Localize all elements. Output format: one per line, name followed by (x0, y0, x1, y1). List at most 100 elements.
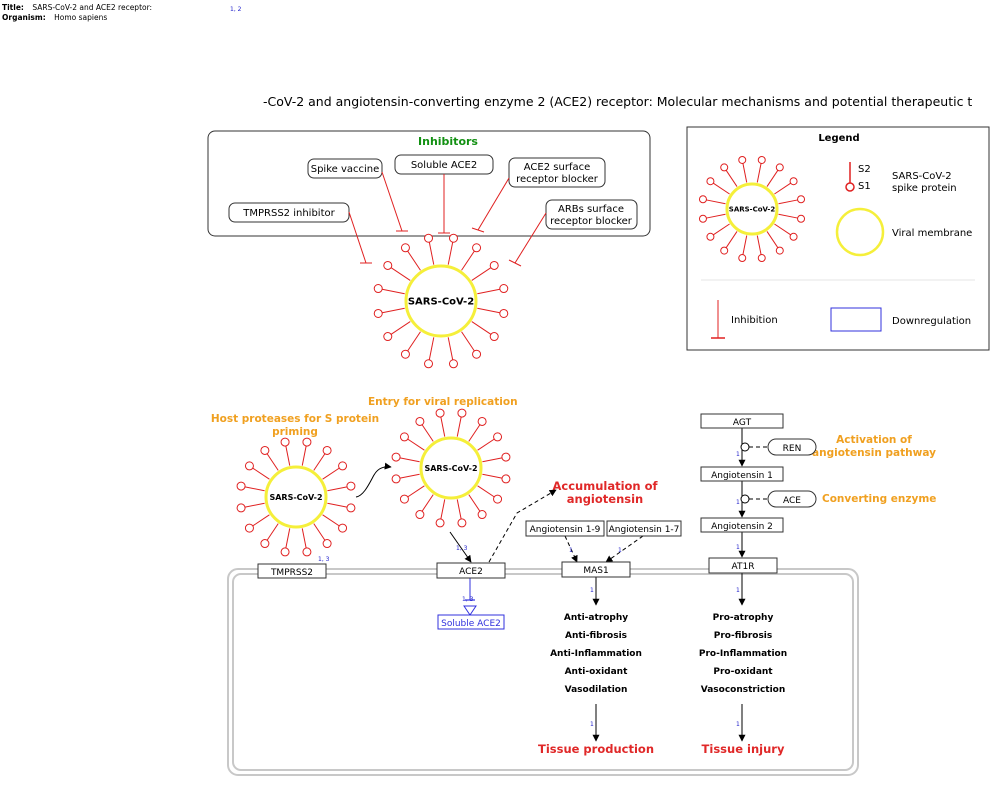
virus-entry-spike-head (415, 416, 425, 426)
virus-top-spike-stem (471, 267, 492, 281)
virus-top-spike-head (400, 349, 410, 359)
legend-virus-spike-head (797, 214, 806, 223)
virus-entry-spike-head (493, 494, 503, 504)
virus-host-spike-stem (266, 523, 279, 541)
virus-host-spike-stem (327, 486, 348, 492)
virus-top-spike-head (373, 308, 383, 318)
ace2-blocker-label-1: ACE2 surface (524, 162, 590, 173)
virus-host-label: SARS-CoV-2 (269, 493, 322, 502)
effect-right-2: Pro-Inflammation (699, 649, 787, 659)
legend-virus-spike-head (698, 195, 707, 204)
virus-host-spike-head (244, 523, 254, 533)
legend-virus-spike-head (720, 246, 729, 255)
legend-virus-spike-head (789, 232, 798, 241)
legend-virus-spike-head (706, 177, 715, 186)
arbs-blocker-label-1: ARBs surface (558, 204, 624, 215)
host-proteases-label-1: Host proteases for S protein (211, 413, 379, 425)
virus-top[interactable]: SARS-CoV-2 (373, 233, 509, 369)
tissue-production-label: Tissue production (538, 742, 654, 756)
entry-label: Entry for viral replication (368, 396, 518, 408)
legend-s2: S2 (858, 164, 871, 175)
ang-1-7-label: Angiotensin 1-7 (609, 525, 680, 535)
at1r-label: AT1R (732, 562, 755, 572)
legend-virus-spike-head (720, 163, 729, 172)
effect-left-4: Vasodilation (565, 685, 628, 695)
virus-host-spike-head (302, 547, 312, 557)
legend-title: Legend (818, 133, 859, 144)
legend-downregulation: Downregulation (892, 316, 971, 327)
virus-top-spike-stem (390, 321, 411, 335)
ren-catalysis-node (740, 442, 750, 452)
ref-tmprss2: 1, 3 (318, 556, 330, 563)
virus-entry-spike-head (391, 452, 401, 462)
virus-host-membrane (264, 465, 328, 529)
effect-right-3: Pro-oxidant (713, 667, 773, 677)
ref-agt: 1 (736, 451, 740, 458)
virus-entry-spike-stem (421, 424, 434, 442)
ref-injury: 1 (736, 721, 740, 728)
ref-ang1: 1 (736, 499, 740, 506)
virus-top-spike-head (489, 332, 499, 342)
virus-top-spike-stem (428, 242, 435, 265)
legend-virus-spike-head (757, 155, 766, 164)
virus-entry-spike-stem (440, 416, 446, 437)
ren-label: REN (783, 444, 802, 454)
at1r-node[interactable] (708, 557, 778, 574)
virus-host-spike-stem (313, 523, 326, 541)
ref-ace2-soluble: 1, 3 (462, 596, 474, 603)
spike-vaccine-node[interactable] (307, 158, 383, 179)
virus-entry-spike-stem (399, 473, 420, 479)
arbs-blocker-label-2: receptor blocker (550, 216, 633, 227)
virus-top-spike-stem (461, 250, 475, 271)
ace2-blocker-node[interactable] (508, 157, 606, 188)
virus-entry-spike-stem (482, 473, 503, 479)
legend-virus-spike-head (775, 163, 784, 172)
virus-entry-spike-head (399, 494, 409, 504)
legend-virus-spike-stem (725, 231, 738, 248)
ang-1-9-node[interactable] (525, 520, 605, 537)
virus-host-spike-stem (313, 453, 326, 471)
main-title: -CoV-2 and angiotensin-converting enzyme… (263, 94, 973, 109)
soluble-ace2-node[interactable] (437, 614, 505, 630)
ace2-node[interactable] (436, 562, 506, 579)
ref-ang17: 1 (618, 547, 622, 554)
ang2-node[interactable] (700, 517, 784, 533)
ace-node[interactable] (767, 490, 817, 508)
organism-label: Organism: (2, 13, 46, 22)
ref-mas1: 1 (590, 587, 594, 594)
arbs-blocker-node[interactable] (545, 199, 638, 230)
ace-label: ACE (783, 496, 801, 506)
virus-host-spike-stem (244, 486, 265, 492)
virus-entry-spike-stem (407, 438, 425, 451)
legend-virus-spike-head (738, 254, 747, 263)
virus-entry-spike-head (501, 474, 511, 484)
ren-node[interactable] (767, 438, 817, 456)
virus-host-spike-stem (301, 445, 307, 466)
ang-1-7-node[interactable] (606, 520, 682, 537)
edge-ang19-to-mas1 (564, 535, 578, 563)
virus-top-spike-stem (382, 307, 405, 314)
legend-virus-spike-stem (766, 170, 779, 187)
organism-value: Homo sapiens (54, 13, 108, 22)
virus-top-spike-stem (382, 288, 405, 295)
virus-top-spike-stem (447, 242, 454, 265)
agt-node[interactable] (700, 413, 784, 429)
virus-host-spike-stem (252, 467, 270, 480)
legend-s1: S1 (858, 181, 871, 192)
legend-virus-spike-head (775, 246, 784, 255)
ang1-node[interactable] (700, 466, 784, 482)
virus-entry-spike-stem (421, 494, 434, 512)
virus-host[interactable]: SARS-CoV-2 (236, 437, 356, 557)
virus-entry-spike-stem (468, 494, 481, 512)
virus-top-spike-head (448, 359, 458, 369)
legend-downregulation-box (830, 307, 882, 332)
virus-entry[interactable]: SARS-CoV-2 (391, 408, 511, 528)
activation-label-1: Activation of (836, 434, 912, 446)
mas1-node[interactable] (561, 561, 631, 578)
virus-top-membrane (404, 264, 478, 338)
tmprss2-node[interactable] (257, 563, 327, 579)
virus-top-spike-stem (461, 331, 475, 352)
legend-virus-spike-stem (706, 213, 726, 219)
ref-at1r: 1 (736, 587, 740, 594)
